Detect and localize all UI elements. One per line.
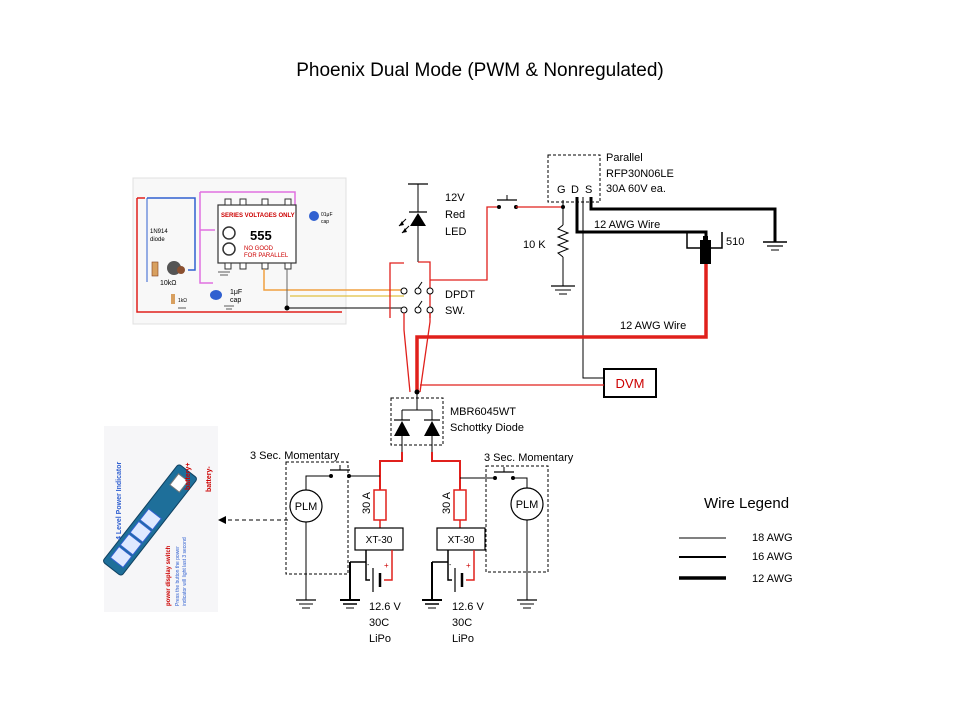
- led-label-3: LED: [445, 226, 466, 238]
- plm-left-label: PLM: [295, 501, 318, 513]
- mosfet-pin-d: D: [571, 184, 579, 196]
- battery-right-plus: +: [466, 561, 471, 570]
- momentary-right-label: 3 Sec. Momentary: [484, 452, 574, 464]
- timer-header: SERIES VOLTAGES ONLY: [221, 213, 295, 219]
- led-label-2: Red: [445, 209, 465, 221]
- plm-right-label: PLM: [516, 499, 539, 511]
- battery-left-plus: +: [384, 561, 389, 570]
- solenoid-label: 510: [726, 236, 744, 248]
- indicator-board: 4 Level Power Indicator battery+ battery…: [103, 426, 218, 612]
- battery-left-label-1: 12.6 V: [369, 601, 401, 613]
- mosfet: G D S Parallel RFP30N06LE 30A 60V ea. 10…: [523, 152, 787, 379]
- diode-label-2: Schottky Diode: [450, 422, 524, 434]
- dvm-label: DVM: [616, 376, 645, 391]
- mosfet-label-3: 30A 60V ea.: [606, 183, 666, 195]
- battery-right-label-2: 30C: [452, 617, 472, 629]
- mosfet-label-2: RFP30N06LE: [606, 168, 674, 180]
- legend-label-12: 12 AWG: [752, 573, 793, 585]
- indicator-side-2: Press the button the power: [175, 546, 181, 606]
- battery-right-minus: -: [449, 562, 452, 569]
- schottky-diode: MBR6045WT Schottky Diode: [379, 392, 524, 490]
- switch-label-2: SW.: [445, 305, 465, 317]
- indicator-top-label: 4 Level Power Indicator: [116, 462, 123, 540]
- timer-diode-label-1: 1N914: [150, 229, 168, 235]
- timer-diode-label-2: diode: [150, 237, 165, 243]
- indicator-side-3: indicator will light last 3 second: [182, 537, 188, 606]
- led-branch: 12V Red LED: [398, 183, 466, 262]
- dpdt-switch: DPDT SW.: [389, 195, 563, 318]
- right-plm-circuit: 3 Sec. Momentary PLM: [460, 452, 574, 609]
- timer-resistor-label: 1kΩ: [178, 298, 187, 304]
- wire-label-lower: 12 AWG Wire: [620, 320, 686, 332]
- dvm-meter: DVM: [420, 368, 657, 398]
- wire-legend: Wire Legend 18 AWG 16 AWG 12 AWG: [679, 495, 793, 585]
- fuse-left-label: 30 A: [361, 491, 373, 514]
- left-plm-circuit: 3 Sec. Momentary PLM: [218, 450, 380, 609]
- legend-title: Wire Legend: [704, 495, 789, 512]
- right-battery-stack: 30 A XT-30 - + 12.6 V 30C LiPo: [422, 489, 486, 645]
- timer-board: SERIES VOLTAGES ONLY 555 NO GOOD FOR PAR…: [132, 177, 404, 325]
- battery-right-label-1: 12.6 V: [452, 601, 484, 613]
- solenoid: 510 12 AWG Wire: [415, 232, 744, 392]
- timer-cap-small-2: cap: [321, 219, 329, 225]
- fuse-right-label: 30 A: [441, 491, 453, 514]
- legend-label-16: 16 AWG: [752, 551, 793, 563]
- battery-right-label-3: LiPo: [452, 633, 474, 645]
- wire-label-upper: 12 AWG Wire: [594, 219, 660, 231]
- diagram-title: Phoenix Dual Mode (PWM & Nonregulated): [296, 60, 664, 81]
- timer-cap-big-2: cap: [230, 297, 241, 304]
- timer-cap-big-1: 1μF: [230, 289, 242, 296]
- connector-right-label: XT-30: [448, 535, 475, 546]
- indicator-battery-minus: battery-: [206, 466, 213, 492]
- mosfet-label-1: Parallel: [606, 152, 643, 164]
- timer-cap-small-1: 01μF: [321, 212, 333, 218]
- timer-chip-label: 555: [250, 228, 272, 243]
- battery-left-label-2: 30C: [369, 617, 389, 629]
- timer-pot-label: 10kΩ: [160, 280, 177, 287]
- battery-left-minus: -: [367, 562, 370, 569]
- connector-left-label: XT-30: [366, 535, 393, 546]
- mosfet-pin-s: S: [585, 184, 592, 196]
- battery-left-label-3: LiPo: [369, 633, 391, 645]
- resistor-10k-label: 10 K: [523, 239, 546, 251]
- indicator-side-1: power display switch: [166, 545, 172, 606]
- left-battery-stack: 30 A XT-30 - + 12.6 V 30C LiPo: [340, 489, 404, 645]
- legend-label-18: 18 AWG: [752, 532, 793, 544]
- diode-label-1: MBR6045WT: [450, 406, 516, 418]
- timer-note-2: FOR PARALLEL: [244, 253, 289, 259]
- led-label-1: 12V: [445, 192, 465, 204]
- mosfet-pin-g: G: [557, 184, 566, 196]
- indicator-battery-plus: battery+: [185, 463, 192, 490]
- switch-label-1: DPDT: [445, 289, 475, 301]
- timer-note-1: NO GOOD: [244, 246, 274, 252]
- momentary-left-label: 3 Sec. Momentary: [250, 450, 340, 462]
